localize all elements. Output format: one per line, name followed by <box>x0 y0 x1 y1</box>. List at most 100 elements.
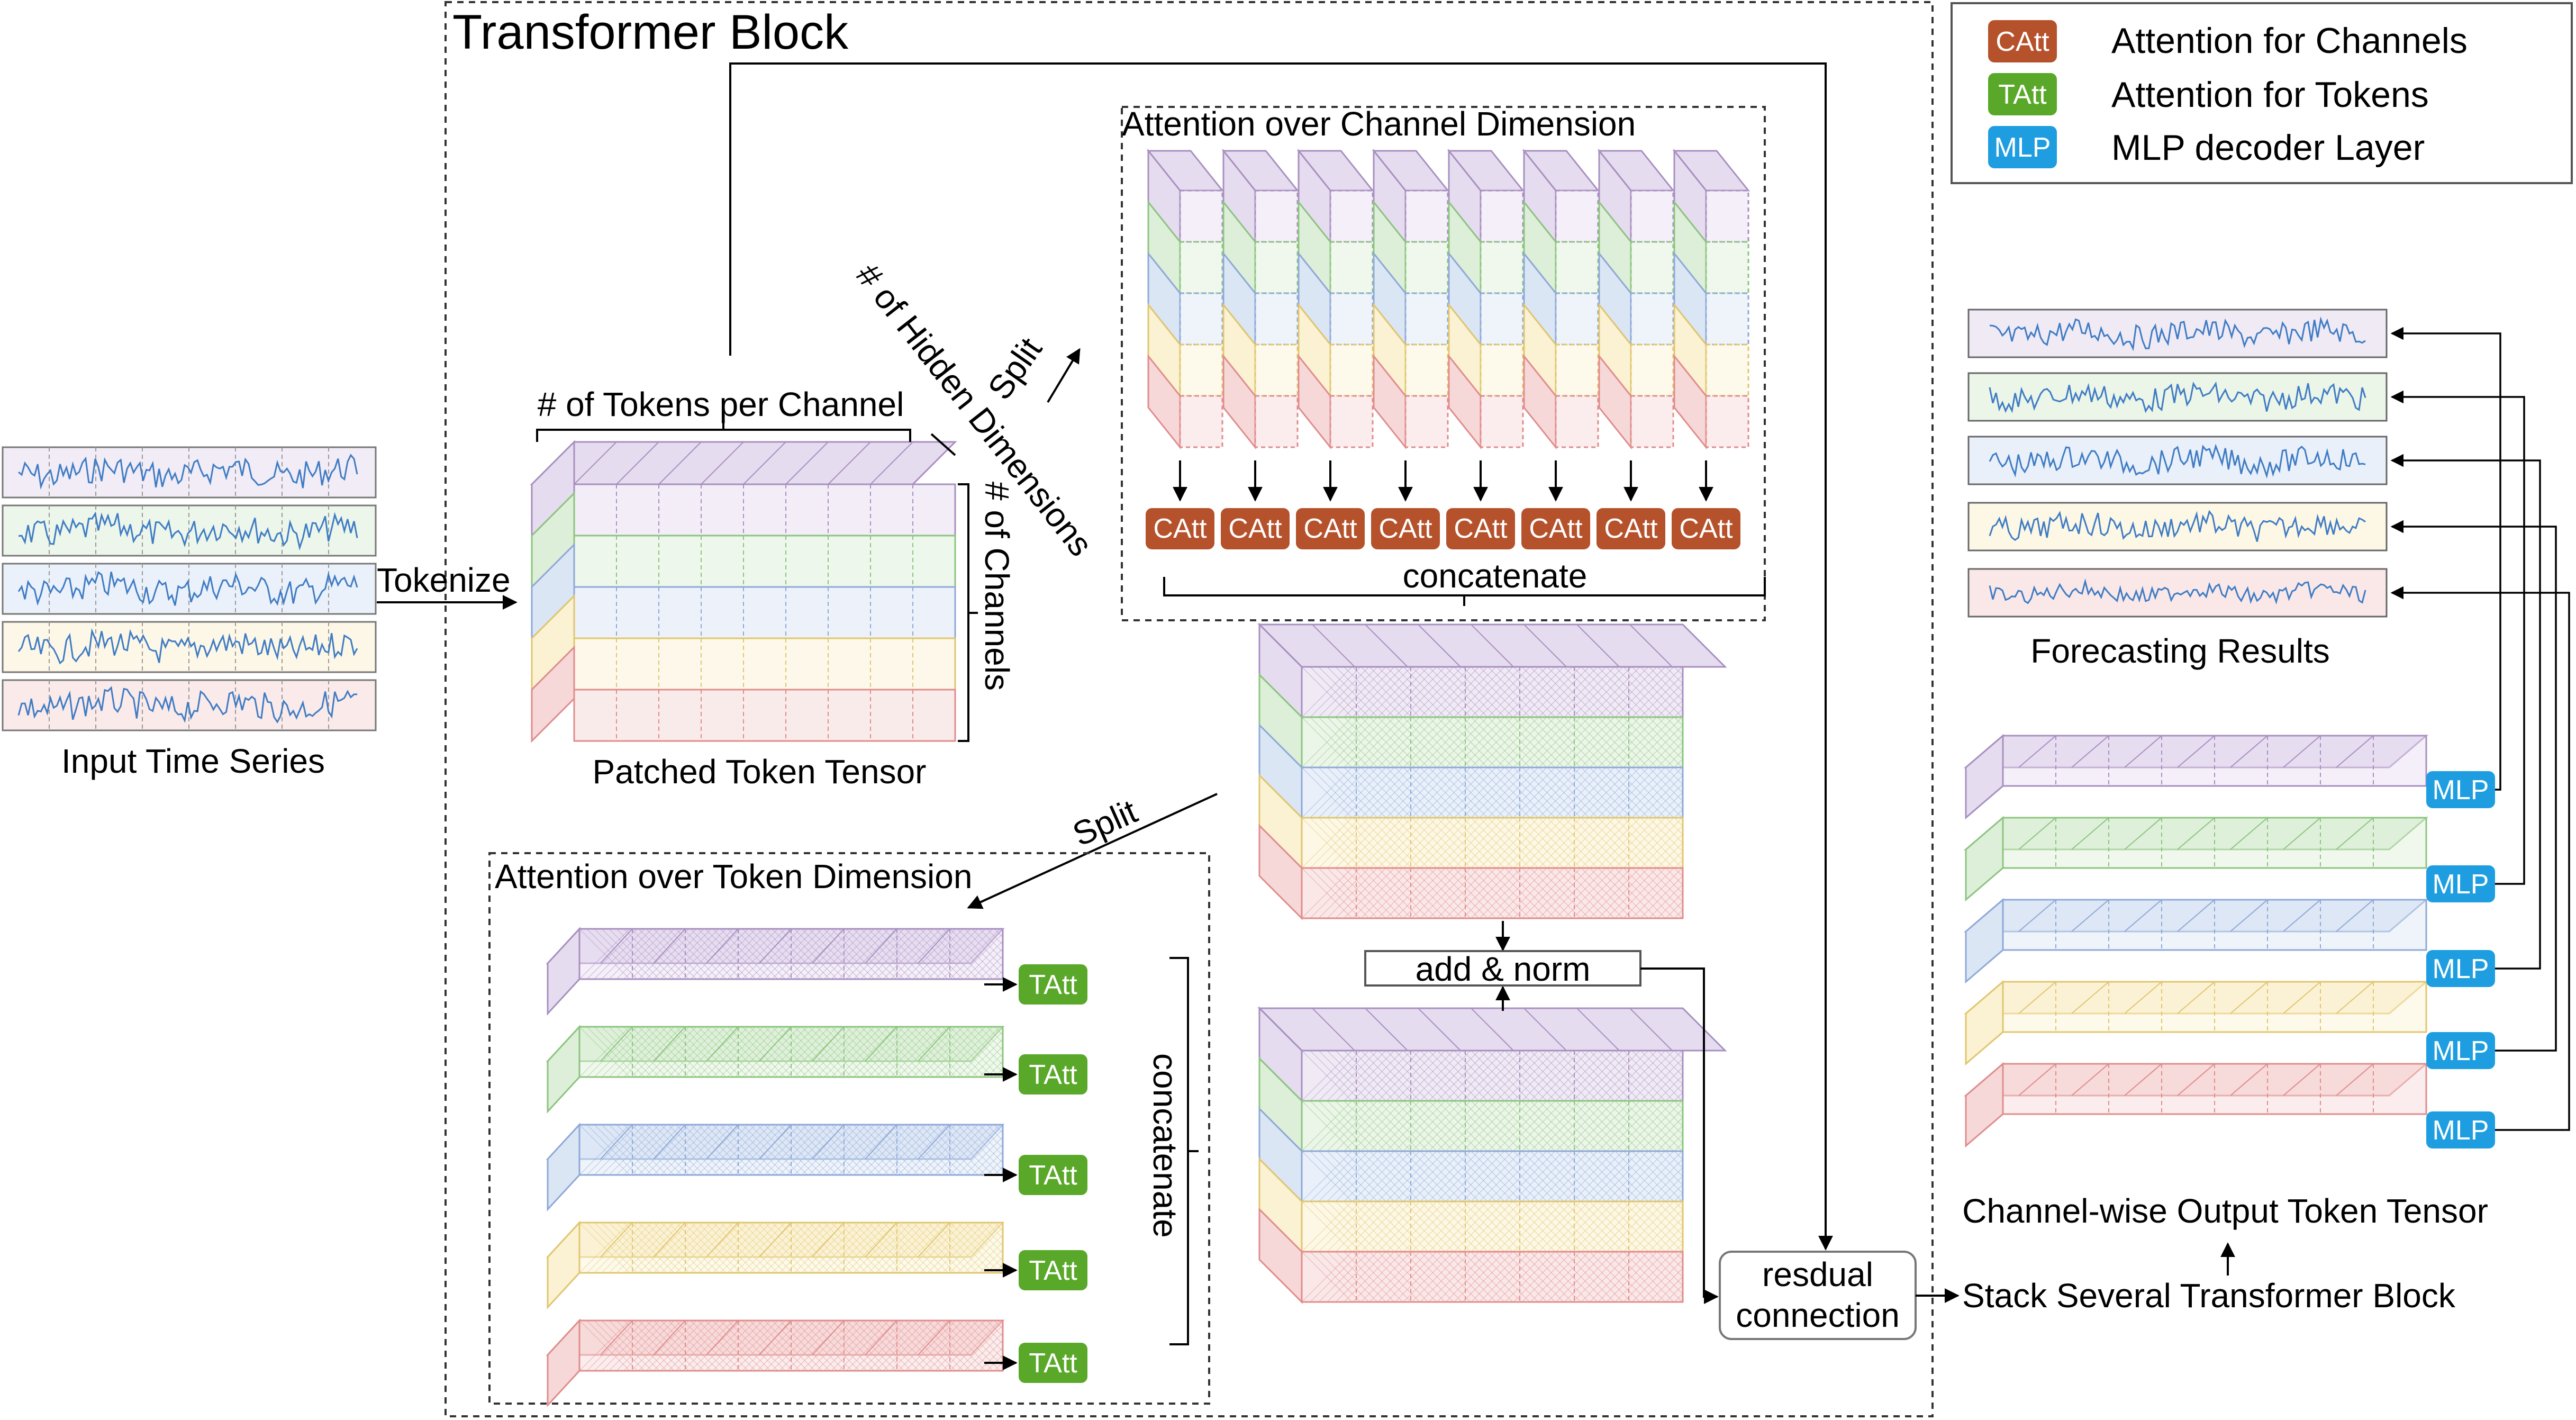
mid-row <box>1301 666 1684 718</box>
hatch <box>831 928 882 980</box>
hatch <box>942 1026 993 1078</box>
mid-hatch <box>1674 909 1683 919</box>
tensor-row <box>573 637 956 691</box>
hatch <box>972 1026 1003 1058</box>
mid-row <box>1301 766 1684 819</box>
catt-badge <box>1371 508 1440 549</box>
hatch <box>653 1026 704 1078</box>
tatt-badge-text: TAtt <box>1029 1348 1077 1379</box>
hatch <box>875 1222 927 1273</box>
tensor-row <box>573 483 956 537</box>
hatch <box>897 1026 949 1078</box>
hatch <box>772 1222 823 1273</box>
hatch <box>809 1026 860 1078</box>
hatch <box>927 928 978 980</box>
slab-top-divider <box>2071 735 2109 768</box>
hatch <box>957 1320 1003 1367</box>
hatch <box>668 1320 719 1371</box>
slab-side <box>1965 980 2004 1066</box>
mid-hatch <box>1665 1134 1683 1152</box>
hatch <box>727 1124 778 1175</box>
column-cell <box>1630 241 1674 294</box>
hatch <box>757 1320 808 1371</box>
hatch <box>594 1026 645 1078</box>
mid-hatch <box>1674 758 1683 768</box>
slab-top-divider <box>918 1026 950 1062</box>
mid-hatch <box>1665 1234 1683 1252</box>
hatch <box>875 928 927 980</box>
hatch <box>779 1124 830 1175</box>
hatch <box>749 1320 801 1371</box>
hatch <box>764 928 815 980</box>
hatch <box>972 1242 1003 1273</box>
legend-item-mlp: MLP MLP decoder Layer <box>1988 126 2425 168</box>
input-series-line <box>17 571 358 606</box>
hatch <box>935 928 986 980</box>
slab-top-divider <box>2124 1063 2162 1096</box>
hatch <box>742 1320 793 1371</box>
hatch <box>986 1320 1003 1337</box>
column-cell <box>1705 292 1749 346</box>
legend-item-catt: CAtt Attention for Channels <box>1988 20 2468 62</box>
hatch <box>860 928 912 980</box>
mid-hatch <box>1648 1217 1683 1252</box>
hatch <box>712 928 764 980</box>
hatch <box>994 1320 1003 1329</box>
mid-hatch <box>1640 1201 1683 1244</box>
column-cell <box>1705 395 1749 448</box>
slab-top-divider <box>2336 899 2374 932</box>
hatch <box>846 1320 897 1371</box>
hatch <box>809 1222 860 1273</box>
legend: CAtt Attention for Channels TAtt Attenti… <box>1951 2 2573 184</box>
hatch <box>653 1320 704 1371</box>
column-cell <box>1630 343 1674 397</box>
column-cell <box>1179 292 1223 346</box>
output-slab <box>1963 1062 2429 1148</box>
hatch <box>890 1026 941 1078</box>
hatch <box>986 963 1003 980</box>
hatch <box>734 1320 786 1371</box>
hatch <box>712 1124 764 1175</box>
slab-top-divider <box>2018 1063 2056 1096</box>
hatch <box>949 1320 1001 1371</box>
hatch <box>683 1124 734 1175</box>
forecast-strip <box>1967 436 2388 485</box>
tatt-badge-text: TAtt <box>1029 1060 1077 1090</box>
mid-top-divider <box>1576 624 1620 667</box>
column-cell <box>1705 343 1749 397</box>
hatch <box>646 928 697 980</box>
hatch <box>890 1124 941 1175</box>
mid-hatch <box>1665 1050 1683 1068</box>
forecast-series-line <box>1989 578 2366 605</box>
hatch <box>601 1124 652 1175</box>
hatch <box>846 928 897 980</box>
hatch <box>801 1222 852 1273</box>
mid-hatch <box>1640 775 1683 818</box>
hatch <box>994 1026 1003 1036</box>
hatch <box>742 1222 793 1273</box>
hatch <box>1001 1369 1003 1371</box>
hatch <box>957 933 1003 980</box>
hatch <box>972 1046 1003 1078</box>
forecast-series-line <box>1989 510 2366 542</box>
mid-hatch <box>1648 666 1683 701</box>
hatch <box>742 1026 793 1078</box>
mid-hatch <box>1648 1268 1683 1303</box>
mid-hatch <box>1648 1167 1683 1202</box>
hatch <box>697 1026 749 1078</box>
hatch <box>690 1026 741 1078</box>
token-slab <box>546 1220 1005 1309</box>
hatch <box>979 1053 1003 1078</box>
hatch <box>601 1026 652 1078</box>
mid-hatch <box>1665 901 1683 919</box>
mlp-badge <box>2426 771 2495 808</box>
mid-hatch <box>1648 767 1683 802</box>
hatch <box>883 928 934 980</box>
tokenize-label: Tokenize <box>377 561 511 599</box>
hatch <box>942 1320 993 1371</box>
hatch <box>890 1222 941 1273</box>
mid-hatch <box>1657 842 1683 869</box>
mid-top-divider <box>1312 1008 1355 1051</box>
forecast-strip <box>1967 502 2388 551</box>
mlp-forecast-wire <box>2390 520 2557 1052</box>
